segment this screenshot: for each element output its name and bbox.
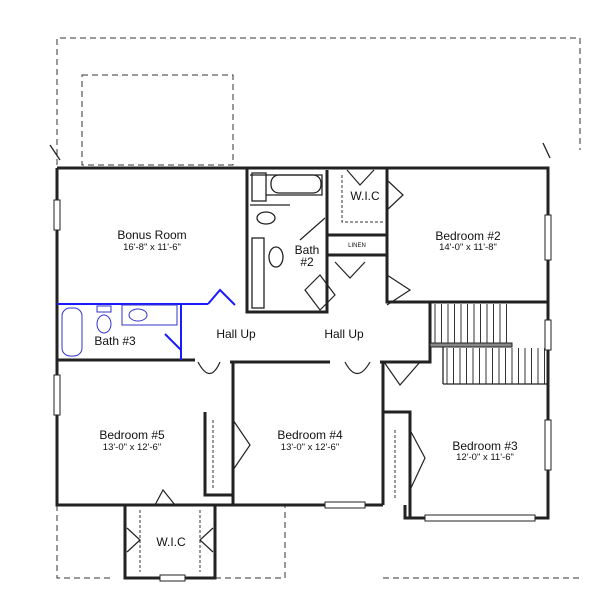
room-label-bath-3: Bath #3 <box>94 334 136 348</box>
room-dims-bedroom-3: 12'-0" x 11'-6" <box>456 452 514 463</box>
window <box>424 514 536 522</box>
interior-walls <box>57 168 548 518</box>
room-label-bath-2: Bath <box>295 243 320 257</box>
window <box>544 419 552 471</box>
roof-outline <box>56 37 581 579</box>
room-dims-bonus: 16'-8" x 11'-6" <box>123 242 181 253</box>
room-label-bedroom-4: Bedroom #4 <box>277 428 343 442</box>
room-label-linen: LINEN <box>348 243 366 249</box>
stair-railing <box>429 342 513 348</box>
room-label-hall-right: Hall Up <box>324 327 364 341</box>
window <box>53 374 61 416</box>
room-label-bedroom-3: Bedroom #3 <box>452 439 518 453</box>
window <box>544 319 552 351</box>
room-label-hall-left: Hall Up <box>216 327 256 341</box>
room-label-wic-bottom: W.I.C <box>156 535 186 549</box>
room-dims-bedroom-2: 14'-0" x 11'-8" <box>439 242 497 253</box>
window <box>159 574 186 582</box>
windows <box>53 199 552 582</box>
doors <box>126 169 426 553</box>
window <box>324 501 366 509</box>
window <box>544 214 552 261</box>
closet-rods <box>139 175 396 572</box>
room-dims-bedroom-5: 13'-0" x 12'-6" <box>103 442 161 453</box>
room-label-bath-2-number: #2 <box>300 255 314 269</box>
bath-2-fixtures <box>251 172 322 309</box>
room-label-bonus: Bonus Room <box>117 228 186 242</box>
staircase[interactable] <box>429 304 548 385</box>
room-label-bedroom-5: Bedroom #5 <box>99 428 165 442</box>
room-dims-bedroom-4: 13'-0" x 12'-6" <box>281 442 339 453</box>
window <box>53 199 61 231</box>
bath-3 <box>57 288 236 360</box>
room-label-wic-top: W.I.C <box>350 189 380 203</box>
room-label-bedroom-2: Bedroom #2 <box>435 229 501 243</box>
